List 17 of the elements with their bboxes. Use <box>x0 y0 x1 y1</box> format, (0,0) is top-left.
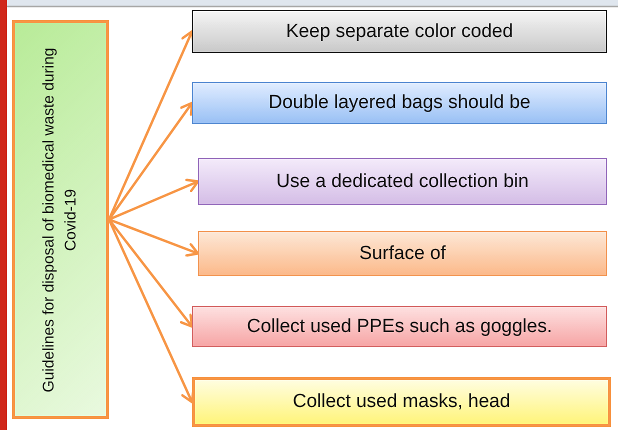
arrow <box>108 218 194 328</box>
step-box <box>192 82 607 124</box>
step-text: Double layered bags should be <box>268 92 530 114</box>
step-text: Use a dedicated collection bin <box>276 170 529 192</box>
arrow <box>108 218 200 257</box>
step-text: Keep separate color coded <box>286 20 514 42</box>
step-box <box>198 158 607 205</box>
step-text: Collect used masks, head <box>292 391 510 413</box>
step-box <box>192 306 607 347</box>
arrow <box>108 178 200 221</box>
step-text: Collect used PPEs such as goggles. <box>246 316 552 338</box>
title-box <box>12 20 109 419</box>
step-box <box>192 10 607 53</box>
title-text: Guidelines for disposal of biomedical waste during Covid-19 <box>39 46 80 394</box>
step-box <box>198 231 607 276</box>
step-text: Surface of <box>359 242 446 264</box>
step-box <box>192 377 611 427</box>
